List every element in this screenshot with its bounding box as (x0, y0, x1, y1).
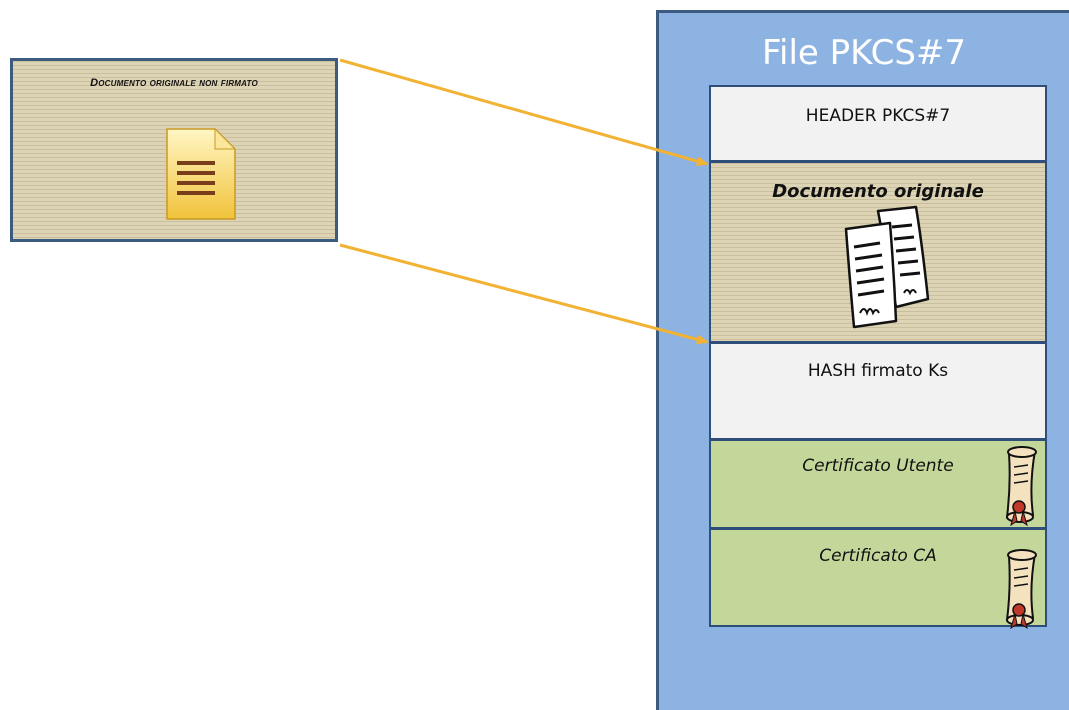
arrow-to-document-section (339, 58, 709, 167)
document-pages-icon (844, 205, 930, 329)
unsigned-document-title: Documento originale non firmato (90, 77, 258, 89)
signed-hash-label: HASH firmato Ks (807, 361, 949, 381)
arrow-to-hash-section (339, 243, 709, 345)
scroll-certificate-icon (1005, 549, 1037, 630)
ca-certificate-section: Certificato CA (709, 529, 1047, 630)
user-certificate-label: Certificato Utente (802, 456, 954, 476)
user-certificate-section: Certificato Utente (709, 440, 1047, 529)
pkcs7-file-title: File PKCS#7 (761, 33, 967, 73)
signed-hash-section: HASH firmato Ks (709, 343, 1047, 440)
scroll-certificate-icon (1005, 446, 1037, 527)
original-document-label: Documento originale (772, 181, 984, 202)
unsigned-document-box: Documento originale non firmato (10, 58, 338, 242)
original-document-section: Documento originale (709, 162, 1047, 343)
header-label: HEADER PKCS#7 (805, 106, 951, 126)
header-section: HEADER PKCS#7 (709, 85, 1047, 162)
document-icon (166, 127, 237, 220)
ca-certificate-label: Certificato CA (819, 546, 937, 566)
